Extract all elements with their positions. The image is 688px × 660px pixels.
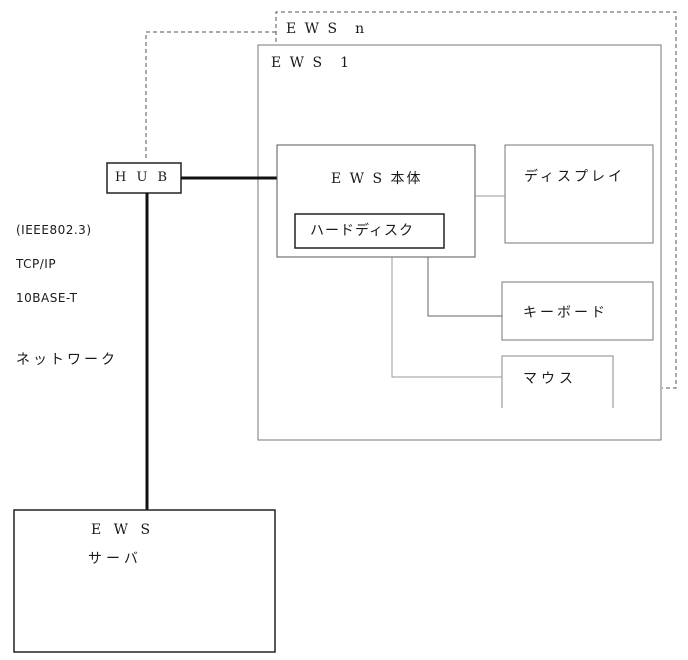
ews-n-box	[275, 11, 677, 389]
network-label: ネットワーク	[16, 352, 118, 368]
ews-main-box	[276, 144, 476, 258]
ews-1-box	[257, 44, 662, 441]
keyboard-box	[501, 281, 654, 341]
display-label: ディスプレイ	[524, 169, 626, 185]
ews-to-mouse-link	[391, 257, 502, 378]
server-box	[13, 509, 276, 653]
network-protocol-label: TCP/IP	[16, 257, 57, 271]
ews-n-label: E W S n	[286, 21, 367, 37]
mouse-box	[501, 355, 614, 408]
hard-disk-label: ハードディスク	[310, 223, 415, 239]
network-media-label: 10BASE-T	[16, 291, 78, 305]
keyboard-label: キーボード	[523, 305, 608, 321]
network-standard-label: (IEEE802.3)	[16, 223, 92, 237]
server-title-label: E W S	[91, 522, 155, 538]
server-subtitle-label: サーバ	[88, 551, 142, 567]
ews-1-label: E W S 1	[271, 55, 352, 71]
hard-disk-box	[294, 213, 445, 249]
ews-to-keyboard-link	[427, 257, 502, 317]
display-box	[504, 144, 654, 244]
mouse-label: マウス	[523, 371, 577, 387]
hub-to-ews-n-link	[145, 31, 276, 158]
hub-label: H U B	[115, 170, 171, 185]
ews-main-label: E W S 本体	[331, 171, 423, 187]
